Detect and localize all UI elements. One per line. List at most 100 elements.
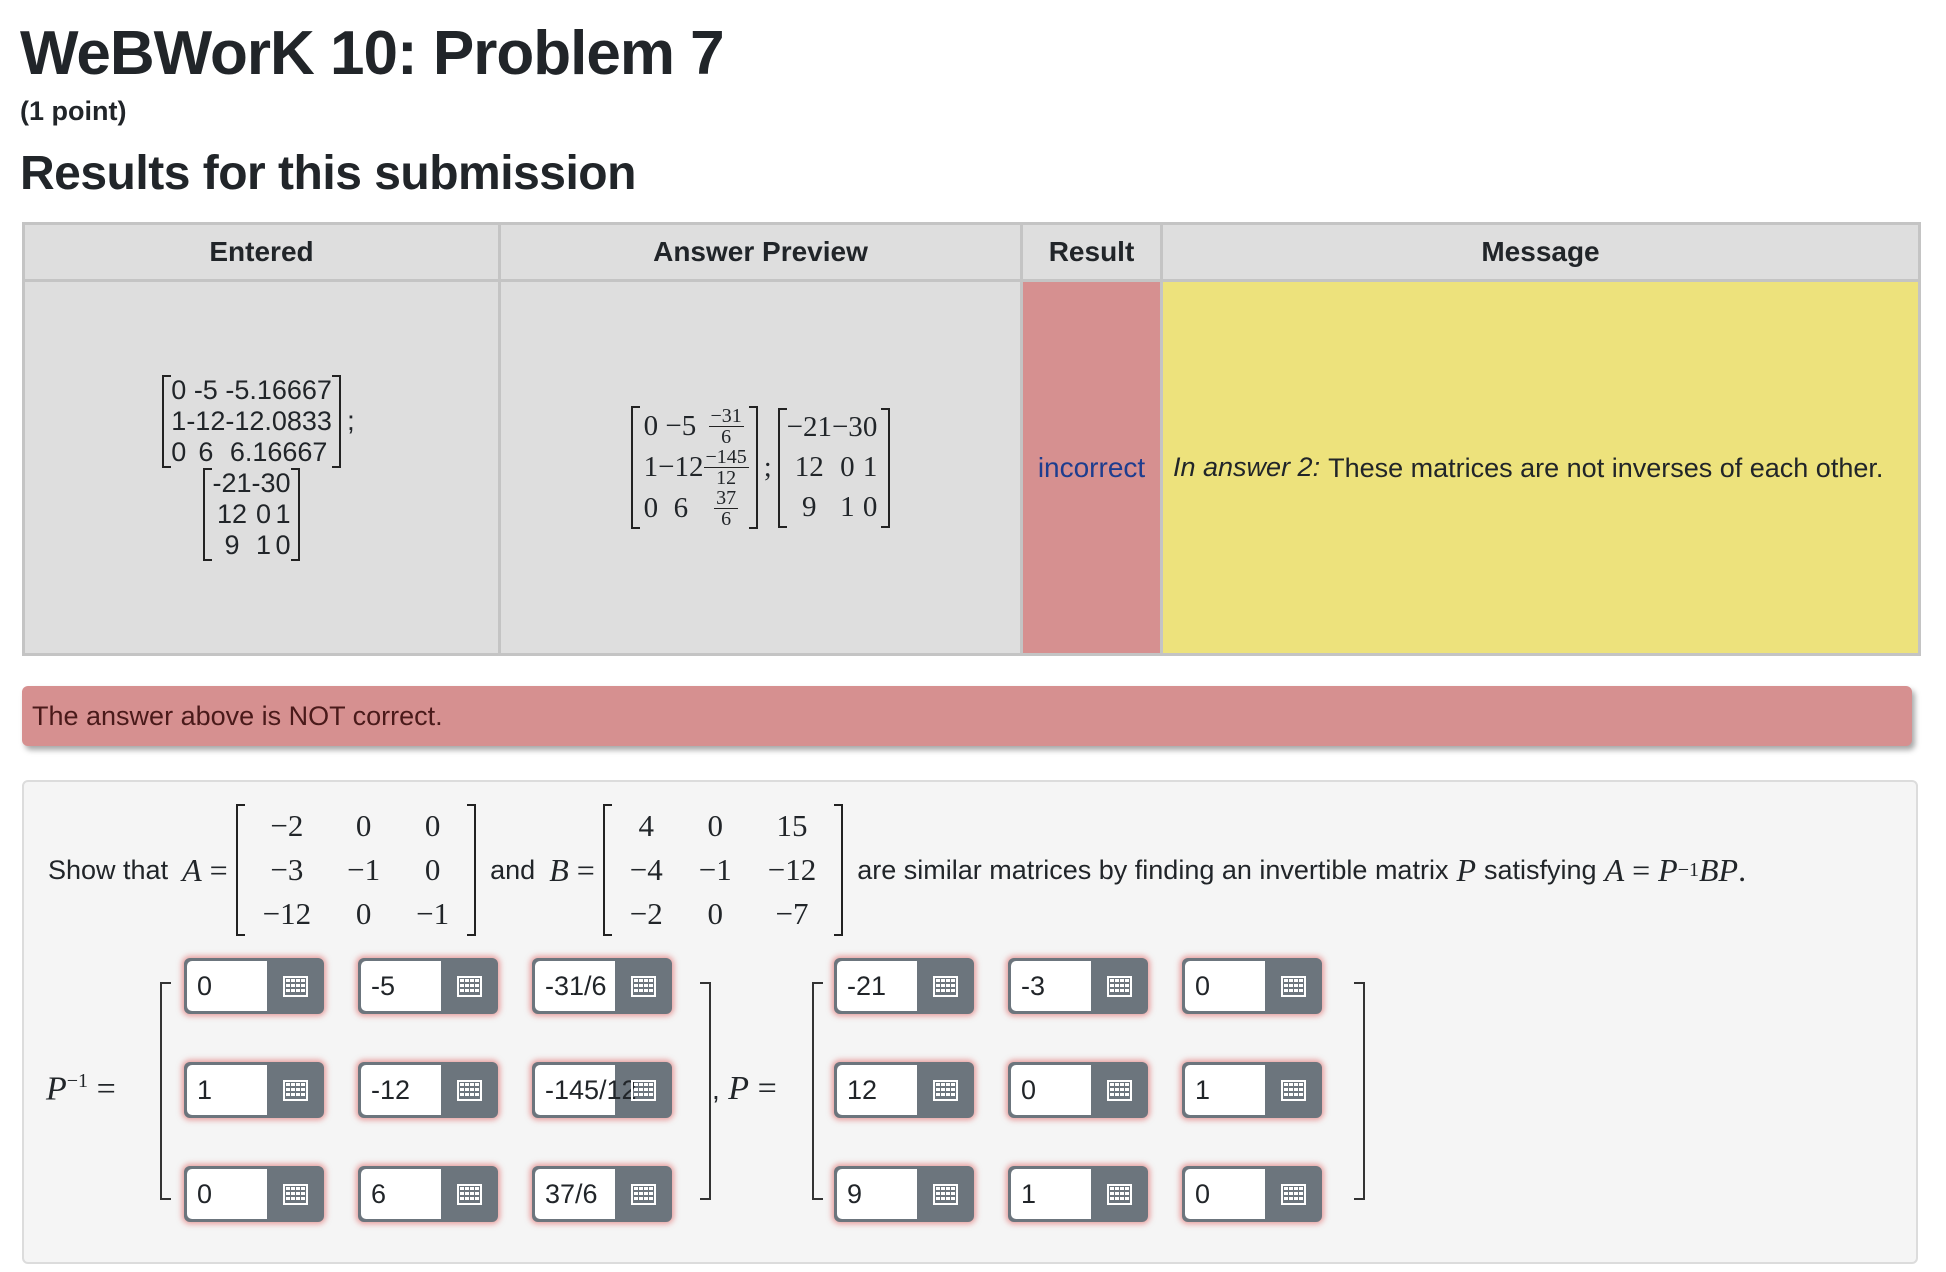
pinv-entry-1-1-input[interactable]: 0 — [187, 961, 267, 1011]
pinv-entry-1-3-input[interactable]: -31/6 — [535, 961, 615, 1011]
p-entry-3-3[interactable]: 0 — [1182, 1166, 1322, 1222]
p-entry-2-2[interactable]: 0 — [1008, 1062, 1148, 1118]
grid-icon — [283, 975, 308, 997]
pinv-entry-1-2[interactable]: -5 — [358, 958, 498, 1014]
pinv-entry-3-1[interactable]: 0 — [184, 1166, 324, 1222]
result-cell: incorrect — [1020, 279, 1163, 656]
p-left-bracket — [812, 982, 823, 1200]
pinv-label: P−1 = — [46, 1070, 116, 1108]
grid-icon — [933, 1183, 958, 1205]
header-answer-preview: Answer Preview — [498, 222, 1023, 282]
problem-points: (1 point) — [20, 96, 127, 126]
grid-icon — [1107, 1079, 1132, 1101]
matrix-entry-button[interactable] — [615, 1166, 672, 1222]
grid-icon — [933, 1079, 958, 1101]
pinv-entry-2-3-input[interactable]: -145/12 — [535, 1065, 637, 1115]
matrix-entry-button[interactable] — [1265, 1166, 1322, 1222]
grid-icon — [283, 1183, 308, 1205]
header-result: Result — [1020, 222, 1163, 282]
matrix-entry-button[interactable] — [267, 1166, 324, 1222]
grid-icon — [1107, 1183, 1132, 1205]
pinv-right-bracket — [700, 982, 711, 1200]
p-entry-2-1-input[interactable]: 12 — [837, 1065, 917, 1115]
p-entry-2-3[interactable]: 1 — [1182, 1062, 1322, 1118]
p-entry-1-1[interactable]: -21 — [834, 958, 974, 1014]
grid-icon — [631, 1079, 656, 1101]
result-status: incorrect — [1037, 451, 1146, 483]
matrix-entry-button[interactable] — [615, 1062, 672, 1118]
p-entry-3-1-input[interactable]: 9 — [837, 1169, 917, 1219]
matrix-entry-button[interactable] — [1265, 1062, 1322, 1118]
pinv-entry-1-2-input[interactable]: -5 — [361, 961, 441, 1011]
matrix-entry-button[interactable] — [615, 958, 672, 1014]
p-entry-1-1-input[interactable]: -21 — [837, 961, 917, 1011]
p-label: , P = — [712, 1070, 777, 1107]
header-entered: Entered — [22, 222, 501, 282]
grid-icon — [457, 1183, 482, 1205]
results-heading: Results for this submission — [20, 147, 636, 200]
grid-icon — [631, 1183, 656, 1205]
matrix-entry-button[interactable] — [917, 1062, 974, 1118]
message-prefix: In answer 2: — [1173, 452, 1321, 482]
pinv-entry-3-1-input[interactable]: 0 — [187, 1169, 267, 1219]
grid-icon — [1281, 1079, 1306, 1101]
pinv-entry-3-3[interactable]: 37/6 — [532, 1166, 672, 1222]
p-right-bracket — [1354, 982, 1365, 1200]
entered-separator: ; — [346, 405, 355, 436]
matrix-entry-button[interactable] — [1091, 958, 1148, 1014]
pinv-left-bracket — [160, 982, 171, 1200]
pinv-entry-2-1[interactable]: 1 — [184, 1062, 324, 1118]
matrix-entry-button[interactable] — [441, 1062, 498, 1118]
pinv-entry-1-3[interactable]: -31/6 — [532, 958, 672, 1014]
p-entry-1-2-input[interactable]: -3 — [1011, 961, 1091, 1011]
pinv-entry-1-1[interactable]: 0 — [184, 958, 324, 1014]
header-message: Message — [1160, 222, 1921, 282]
pinv-entry-2-2[interactable]: -12 — [358, 1062, 498, 1118]
preview-separator: ; — [763, 451, 772, 483]
p-entry-2-1[interactable]: 12 — [834, 1062, 974, 1118]
grid-icon — [457, 975, 482, 997]
grid-icon — [933, 975, 958, 997]
matrix-entry-button[interactable] — [267, 1062, 324, 1118]
p-entry-3-2[interactable]: 1 — [1008, 1166, 1148, 1222]
matrix-entry-button[interactable] — [267, 958, 324, 1014]
grid-icon — [457, 1079, 482, 1101]
pinv-entry-3-2[interactable]: 6 — [358, 1166, 498, 1222]
matrix-entry-button[interactable] — [441, 1166, 498, 1222]
results-table: Entered Answer Preview Result Message 0-… — [22, 222, 1921, 656]
grid-icon — [283, 1079, 308, 1101]
grid-icon — [1281, 1183, 1306, 1205]
p-entry-2-3-input[interactable]: 1 — [1185, 1065, 1265, 1115]
pinv-entry-3-3-input[interactable]: 37/6 — [535, 1169, 615, 1219]
pinv-entry-2-1-input[interactable]: 1 — [187, 1065, 267, 1115]
message-cell: In answer 2: These matrices are not inve… — [1160, 279, 1921, 656]
matrix-entry-button[interactable] — [1091, 1166, 1148, 1222]
matrix-entry-button[interactable] — [441, 958, 498, 1014]
pinv-entry-3-2-input[interactable]: 6 — [361, 1169, 441, 1219]
page-title: WeBWorK 10: Problem 7 — [20, 19, 725, 88]
p-entry-3-2-input[interactable]: 1 — [1011, 1169, 1091, 1219]
pinv-entry-2-3[interactable]: -145/12 — [532, 1062, 672, 1118]
matrix-entry-button[interactable] — [917, 958, 974, 1014]
p-entry-1-3[interactable]: 0 — [1182, 958, 1322, 1014]
p-entry-3-3-input[interactable]: 0 — [1185, 1169, 1265, 1219]
p-entry-3-1[interactable]: 9 — [834, 1166, 974, 1222]
matrix-entry-button[interactable] — [1091, 1062, 1148, 1118]
p-entry-1-2[interactable]: -3 — [1008, 958, 1148, 1014]
matrix-entry-button[interactable] — [917, 1166, 974, 1222]
p-entry-1-3-input[interactable]: 0 — [1185, 961, 1265, 1011]
matrix-entry-button[interactable] — [1265, 958, 1322, 1014]
p-entry-2-2-input[interactable]: 0 — [1011, 1065, 1091, 1115]
pinv-entry-2-2-input[interactable]: -12 — [361, 1065, 441, 1115]
grid-icon — [1107, 975, 1132, 997]
